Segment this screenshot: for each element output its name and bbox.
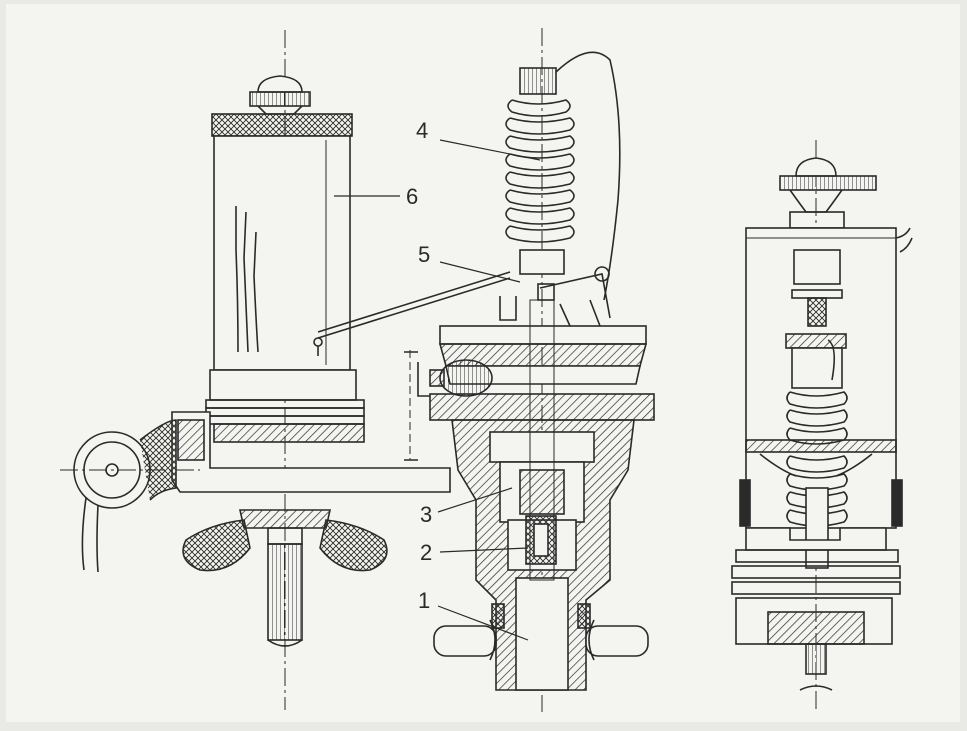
inner-wire — [827, 339, 836, 381]
main-flange — [429, 393, 655, 421]
inner-strip-a — [235, 206, 239, 353]
main-spring — [505, 99, 575, 243]
adjuster-stub — [429, 369, 445, 387]
side-seal-left — [739, 479, 751, 527]
right-section-view — [731, 140, 913, 712]
wing-right — [319, 519, 388, 572]
left-knob-grip — [249, 91, 311, 107]
inner-strip-c — [253, 231, 259, 353]
inner-strip-b — [243, 211, 249, 353]
spindle — [529, 299, 555, 581]
middle-disc — [785, 333, 847, 349]
pointer-lever-top — [317, 271, 511, 333]
wing-left — [182, 519, 251, 572]
base-nut — [767, 611, 865, 645]
bore — [515, 577, 569, 691]
wing-nut-hub — [239, 509, 331, 529]
center-assembly — [417, 28, 655, 712]
stem-end — [267, 639, 303, 647]
label-6: 6 — [406, 184, 418, 209]
o-ring-left — [491, 603, 505, 629]
base-ring-a — [735, 549, 899, 563]
label-2: 2 — [420, 540, 432, 565]
leader-1 — [437, 605, 529, 641]
right-knob-base — [789, 211, 845, 229]
spring-seat — [519, 249, 565, 275]
adjuster-bracket — [417, 362, 430, 397]
outlet-end — [799, 685, 833, 691]
bracket-left — [499, 296, 517, 321]
housing-plate — [439, 325, 647, 345]
bracket-right — [559, 299, 601, 327]
leader-lines — [334, 139, 541, 641]
pointer-lever-bottom — [317, 277, 511, 339]
label-4: 4 — [416, 118, 428, 143]
central-plunger — [805, 487, 829, 569]
upper-screw — [807, 297, 827, 327]
pipe-stub-right — [585, 625, 649, 657]
leader-5 — [439, 261, 521, 283]
base-flange — [213, 423, 365, 443]
side-seal-right — [891, 479, 903, 527]
leader-3 — [437, 487, 513, 513]
label-5: 5 — [418, 242, 430, 267]
base-ring-b — [731, 565, 901, 579]
pipe-stub-left — [433, 625, 497, 657]
label-3: 3 — [420, 502, 432, 527]
knurled-stem — [267, 543, 303, 641]
adjuster-knob — [439, 359, 493, 397]
left-assembly — [60, 30, 511, 710]
right-housing-tab — [895, 227, 913, 253]
outlet-stem — [805, 643, 827, 675]
tape-strand-a — [81, 497, 87, 571]
right-knob-cap — [795, 157, 837, 177]
left-knob-neck — [257, 105, 303, 115]
reel-bracket — [139, 419, 177, 501]
right-knob-grip — [779, 175, 877, 191]
pivot-a — [594, 266, 610, 282]
upper-bushing — [793, 249, 841, 285]
tape-strand-b — [96, 504, 99, 573]
left-cylinder-cap — [211, 113, 353, 137]
upper-chamber — [489, 431, 595, 463]
cylinder-base — [209, 369, 357, 401]
hidden-rod-caps — [404, 351, 418, 461]
callout-labels: 4 6 5 3 2 1 — [406, 118, 432, 613]
base-ring-c — [731, 581, 901, 595]
diaphragm-curves — [759, 453, 873, 477]
spring-cap — [519, 67, 557, 95]
valve-seat — [533, 523, 549, 557]
o-ring-right — [577, 603, 591, 629]
leader-2 — [439, 547, 529, 553]
left-knob-cap — [257, 75, 303, 93]
label-1: 1 — [418, 588, 430, 613]
wire-lead — [555, 51, 621, 301]
leader-4 — [439, 139, 541, 161]
piston — [519, 469, 565, 515]
arm-joint — [177, 419, 205, 461]
partition-plate — [745, 439, 897, 453]
link-arm — [539, 273, 611, 319]
